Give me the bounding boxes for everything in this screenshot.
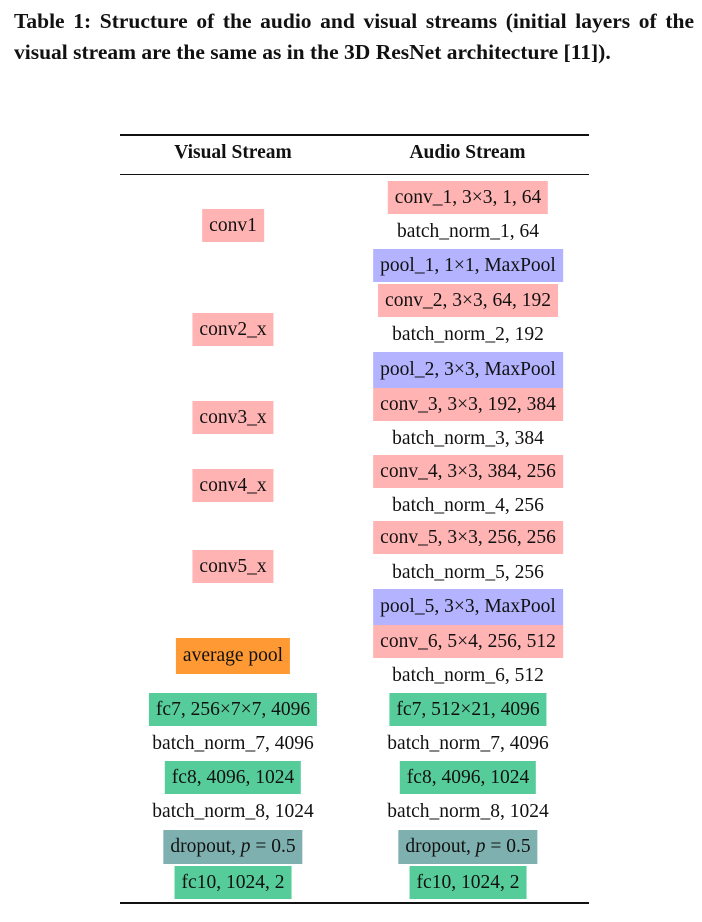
audio-fc7: fc7, 512×21, 4096 bbox=[389, 693, 547, 726]
audio-dropout-p: p bbox=[475, 836, 486, 857]
audio-conv-1: conv_1, 3×3, 1, 64 bbox=[387, 181, 549, 214]
audio-conv-3: conv_3, 3×3, 192, 384 bbox=[373, 388, 563, 421]
visual-stream-header: Visual Stream bbox=[174, 142, 292, 163]
visual-batch-norm-8: batch_norm_8, 1024 bbox=[152, 801, 314, 822]
audio-conv-5: conv_5, 3×3, 256, 256 bbox=[373, 521, 563, 554]
visual-fc8: fc8, 4096, 1024 bbox=[164, 761, 302, 794]
visual-fc7: fc7, 256×7×7, 4096 bbox=[148, 693, 318, 726]
visual-batch-norm-7: batch_norm_7, 4096 bbox=[152, 733, 314, 754]
audio-conv-6: conv_6, 5×4, 256, 512 bbox=[373, 625, 563, 658]
audio-pool-5: pool_5, 3×3, MaxPool bbox=[373, 589, 563, 625]
audio-batch-norm-4: batch_norm_4, 256 bbox=[392, 495, 544, 516]
audio-stream-header: Audio Stream bbox=[409, 142, 526, 163]
audio-pool-1: pool_1, 1×1, MaxPool bbox=[373, 249, 563, 282]
table-caption: Table 1: Structure of the audio and visu… bbox=[14, 9, 694, 64]
audio-batch-norm-6: batch_norm_6, 512 bbox=[392, 665, 544, 686]
audio-dropout-prefix: dropout, bbox=[405, 836, 476, 857]
visual-conv2-x: conv2_x bbox=[192, 313, 274, 346]
visual-dropout-prefix: dropout, bbox=[170, 836, 241, 857]
audio-fc10: fc10, 1024, 2 bbox=[409, 866, 527, 899]
audio-dropout-suffix: = 0.5 bbox=[485, 836, 531, 857]
audio-batch-norm-7: batch_norm_7, 4096 bbox=[387, 733, 549, 754]
audio-batch-norm-1: batch_norm_1, 64 bbox=[397, 221, 539, 242]
audio-batch-norm-8: batch_norm_8, 1024 bbox=[387, 801, 549, 822]
visual-conv1: conv1 bbox=[202, 209, 264, 242]
audio-batch-norm-3: batch_norm_3, 384 bbox=[392, 428, 544, 449]
audio-fc8: fc8, 4096, 1024 bbox=[399, 761, 537, 794]
visual-conv3-x: conv3_x bbox=[192, 401, 274, 434]
audio-batch-norm-2: batch_norm_2, 192 bbox=[392, 324, 544, 345]
visual-dropout: dropout, p = 0.5 bbox=[163, 830, 303, 864]
top-rule bbox=[120, 134, 589, 136]
audio-dropout: dropout, p = 0.5 bbox=[398, 830, 538, 864]
audio-conv-2: conv_2, 3×3, 64, 192 bbox=[378, 284, 558, 317]
visual-average-pool: average pool bbox=[175, 638, 291, 674]
header-rule bbox=[120, 174, 589, 175]
audio-pool-2: pool_2, 3×3, MaxPool bbox=[373, 352, 563, 388]
audio-conv-4: conv_4, 3×3, 384, 256 bbox=[373, 455, 563, 488]
visual-conv4-x: conv4_x bbox=[192, 469, 274, 502]
visual-dropout-suffix: = 0.5 bbox=[250, 836, 296, 857]
visual-dropout-p: p bbox=[240, 836, 251, 857]
bottom-rule bbox=[120, 902, 589, 904]
visual-conv5-x: conv5_x bbox=[192, 550, 274, 583]
audio-batch-norm-5: batch_norm_5, 256 bbox=[392, 562, 544, 583]
visual-fc10: fc10, 1024, 2 bbox=[174, 866, 292, 899]
